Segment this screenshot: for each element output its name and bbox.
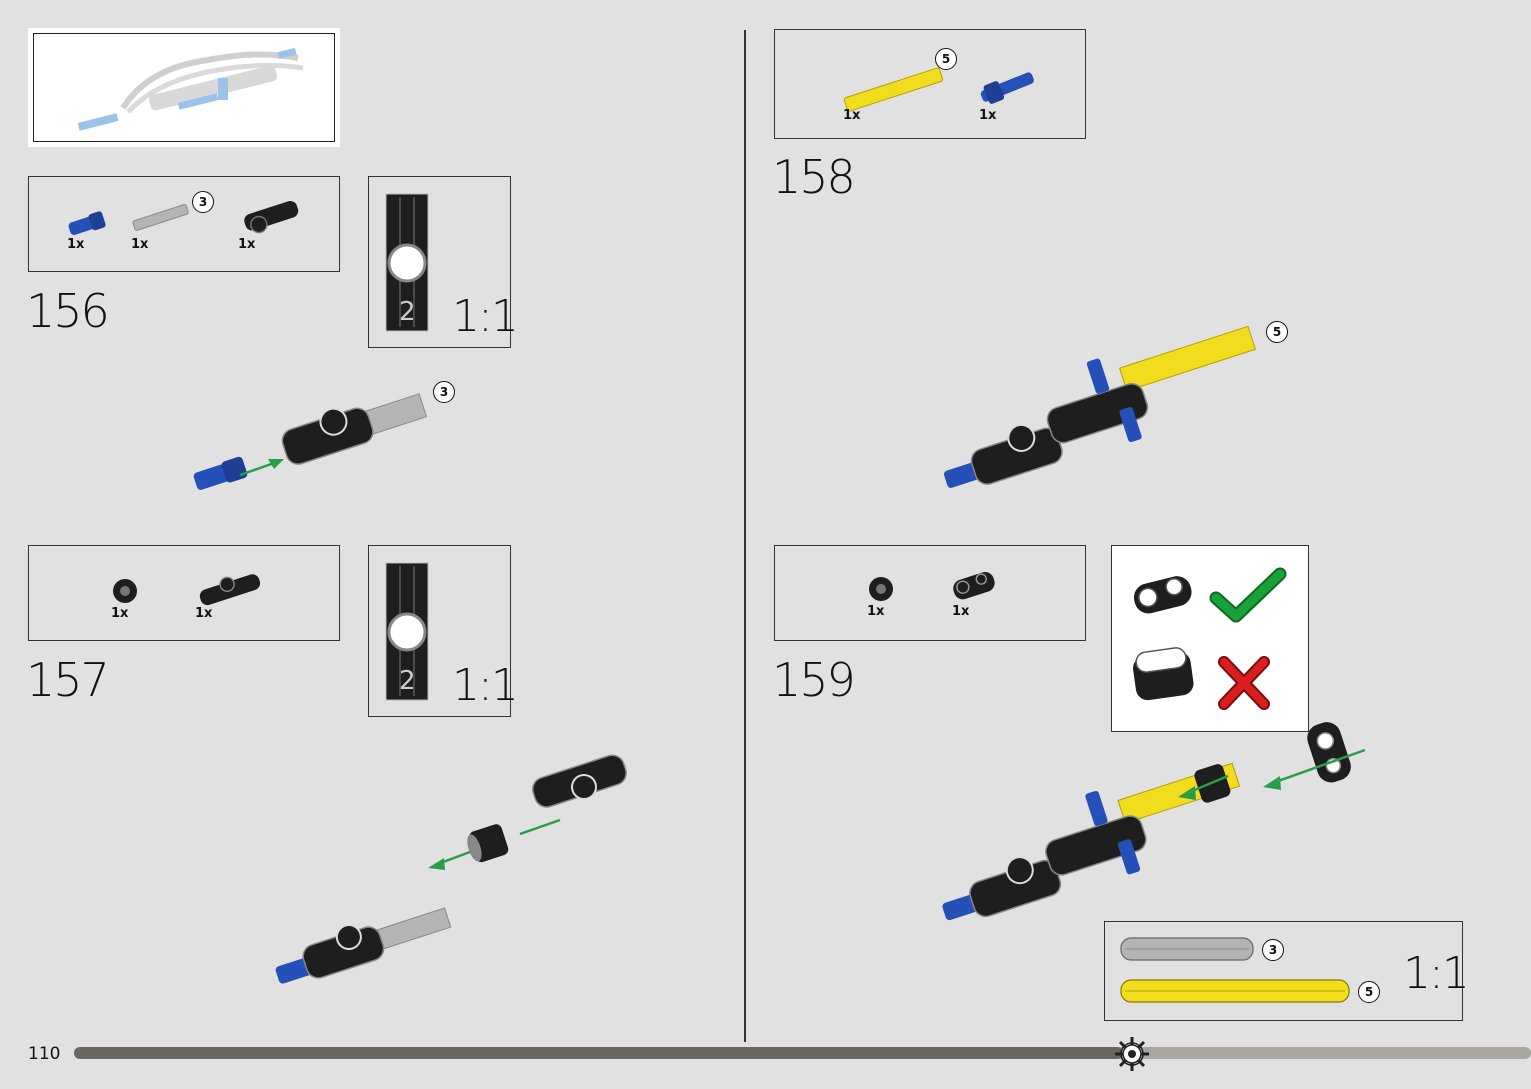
gear-progress-icon (1115, 1037, 1149, 1071)
step-156-model-drawing (193, 393, 428, 490)
part-qty: 1x (67, 237, 85, 252)
step-159-parts-box: 1x 1x (774, 545, 1086, 641)
orientation-hint-box (1111, 545, 1309, 732)
step-159-parts-drawing (869, 572, 995, 601)
step-159-model-drawing (942, 722, 1366, 921)
part-qty: 1x (843, 108, 861, 123)
step-159-scale-box: 3 5 1:1 (1104, 921, 1470, 1021)
part-qty: 1x (131, 237, 149, 252)
scale-label: 1:1 (452, 291, 519, 342)
overview-model-drawing (77, 47, 304, 131)
progress-bar (74, 1047, 1531, 1059)
green-check-icon (1209, 567, 1287, 623)
scale-label: 1:1 (452, 660, 519, 711)
step-157-parts-box: 1x 1x (28, 545, 340, 641)
overview-thumbnail (28, 28, 340, 147)
step-156-parts-drawing (68, 200, 299, 235)
step-158-model-callout: 5 (1266, 321, 1288, 343)
step-158-part-callout: 5 (935, 48, 957, 70)
scale-beam-length: 2 (399, 666, 416, 696)
step-158-parts-drawing (843, 67, 1034, 112)
step-157-parts-drawing (113, 574, 261, 606)
page-number: 110 (28, 1044, 61, 1064)
step-number-158: 158 (772, 150, 856, 204)
step-158-parts-box: 5 1x 1x (774, 29, 1086, 139)
scale-beam-length: 2 (399, 297, 416, 327)
step-number-157: 157 (26, 653, 110, 707)
part-qty: 1x (111, 606, 129, 621)
axle-length-callout: 5 (1358, 981, 1380, 1003)
step-158-model-drawing (943, 325, 1257, 488)
part-qty: 1x (238, 237, 256, 252)
step-number-156: 156 (26, 284, 110, 338)
progress-fill (74, 1047, 1124, 1059)
scale-beam-drawing (385, 562, 429, 701)
step-156-scale-box: 2 1:1 (368, 176, 519, 348)
orientation-hint-drawing (1133, 576, 1194, 701)
part-qty: 1x (979, 108, 997, 123)
red-cross-icon (1218, 656, 1270, 710)
step-159-axle-scale-drawing (1120, 937, 1350, 1003)
step-156-part-callout: 3 (192, 191, 214, 213)
step-number-159: 159 (772, 653, 856, 707)
step-156-parts-box: 3 1x 1x 1x (28, 176, 340, 272)
page-divider (744, 30, 746, 1042)
step-157-model-drawing (275, 754, 627, 984)
axle-length-callout: 3 (1262, 939, 1284, 961)
scale-beam-drawing (385, 193, 429, 332)
step-156-model-callout: 3 (433, 381, 455, 403)
scale-label: 1:1 (1403, 948, 1470, 999)
part-qty: 1x (867, 604, 885, 619)
step-157-scale-box: 2 1:1 (368, 545, 519, 717)
part-qty: 1x (195, 606, 213, 621)
part-qty: 1x (952, 604, 970, 619)
